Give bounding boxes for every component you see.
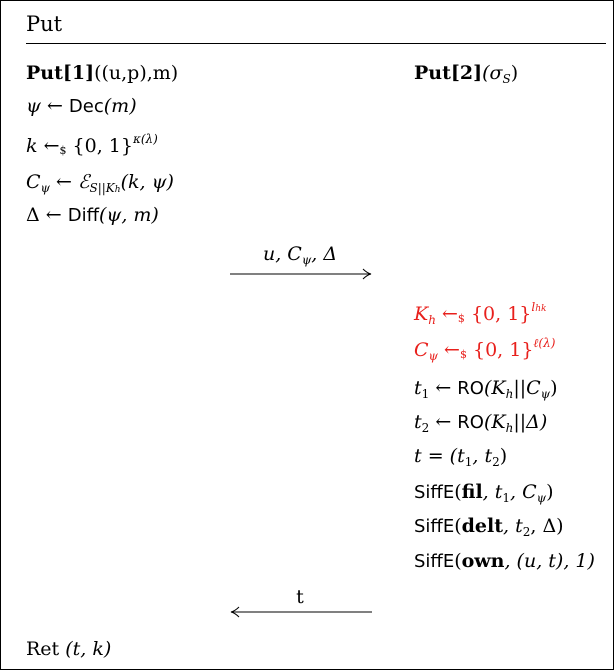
- step-siffe-fil: SiffE(fil, t1, Cψ): [414, 481, 554, 505]
- step-sample-kh: Kh ←$ {0, 1}lhk: [414, 300, 547, 327]
- party1-label: Put[1]: [26, 62, 95, 84]
- protocol-title: Put: [26, 12, 63, 36]
- party1-args: ((u,p),m): [94, 62, 179, 84]
- message1-arrow-right: [230, 268, 372, 280]
- step-siffe-own: SiffE(own, (u, t), 1): [414, 550, 595, 572]
- party2-close: ): [510, 62, 519, 84]
- message1-label: u, Cψ, Δ: [262, 243, 338, 267]
- party2-sub: S: [502, 72, 511, 86]
- return-statement: Ret (t, k): [26, 638, 112, 660]
- step-t-tuple: t = (t1, t2): [414, 445, 508, 469]
- step-t1: t1 ← RO(Kh||Cψ): [414, 377, 558, 401]
- step-decode: ψ ← Dec(m): [26, 95, 137, 117]
- message2-label: t: [296, 586, 304, 608]
- step-sample-key: k ←$ {0, 1}κ(λ): [26, 132, 158, 157]
- step-siffe-delt: SiffE(delt, t2, Δ): [414, 515, 564, 539]
- title-divider: [26, 43, 606, 44]
- party2-label: Put[2]: [414, 62, 483, 84]
- party2-header: Put[2](σS): [414, 61, 518, 85]
- party2-args: (σ: [482, 62, 503, 84]
- message2-arrow-left: [230, 606, 372, 618]
- step-t2: t2 ← RO(Kh||Δ): [414, 411, 548, 435]
- party1-header: Put[1]((u,p),m): [26, 61, 178, 85]
- step-encrypt: Cψ ← ℰS||Kh(k, ψ): [26, 171, 174, 195]
- step-diff: Δ ← Diff(ψ, m): [26, 204, 159, 226]
- step-sample-cpsi: Cψ ←$ {0, 1}ℓ(λ): [414, 336, 556, 363]
